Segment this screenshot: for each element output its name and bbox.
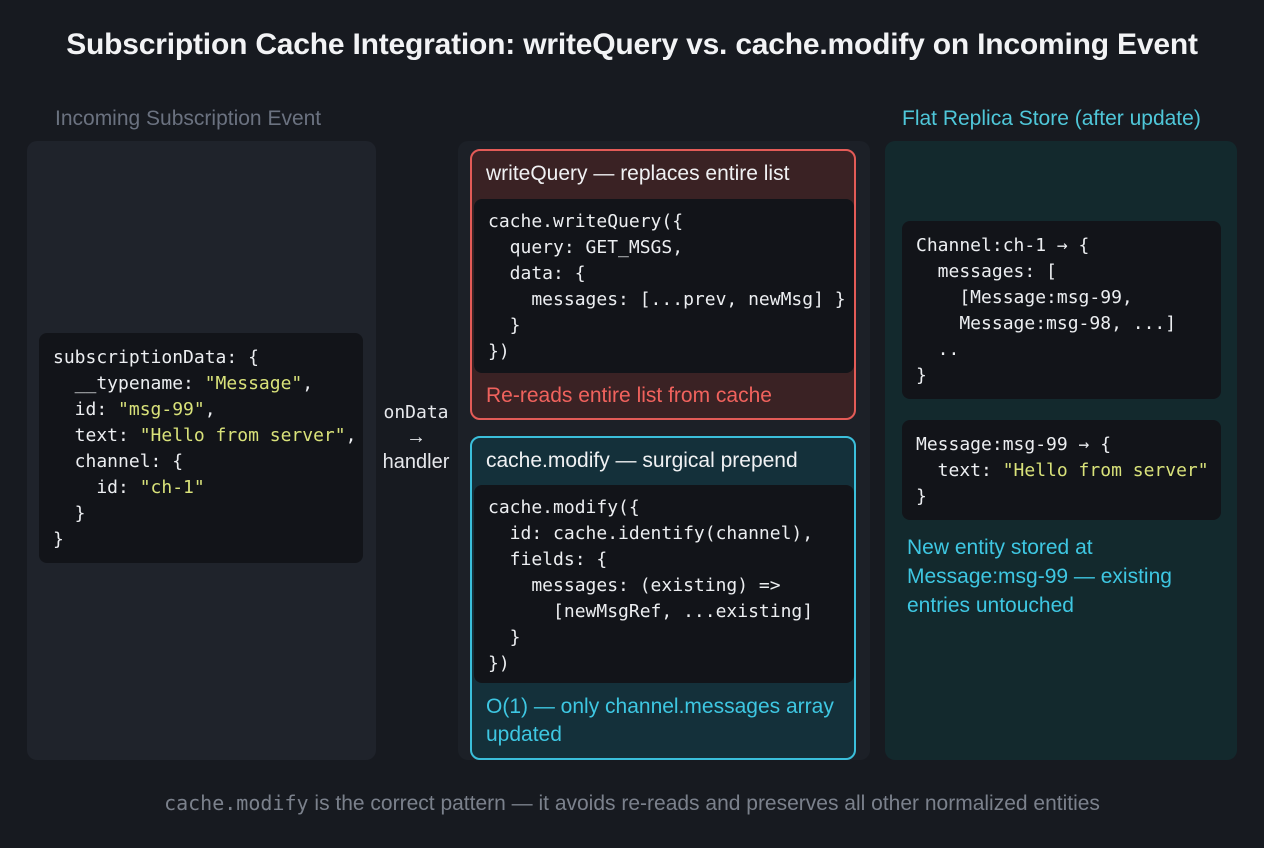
code-line: cache.modify({ [488, 497, 640, 518]
code-line: [newMsgRef, ...existing] [488, 601, 814, 622]
code-line: } [916, 365, 927, 386]
code-line: } [53, 529, 64, 550]
code-line: }) [488, 653, 510, 674]
write-query-heading: writeQuery — replaces entire list [486, 162, 790, 185]
code-line: Channel:ch-1 → { [916, 235, 1090, 256]
arrow-icon: → [406, 426, 426, 448]
conclusion-text: is the correct pattern — it avoids re-re… [308, 792, 1100, 815]
replica-store-label: Flat Replica Store (after update) [902, 107, 1201, 130]
code-line: } [916, 486, 927, 507]
incoming-event-label: Incoming Subscription Event [55, 107, 322, 130]
cache-modify-box: cache.modify — surgical prepend cache.mo… [470, 436, 856, 760]
code-line: query: GET_MSGS, [488, 237, 684, 258]
conclusion-code: cache.modify [164, 791, 309, 815]
code-line: id: cache.identify(channel), [488, 523, 814, 544]
cache-modify-heading: cache.modify — surgical prepend [486, 449, 798, 472]
diagram-title: Subscription Cache Integration: writeQue… [66, 28, 1198, 61]
code-line: channel: { [53, 451, 184, 472]
code-line: }) [488, 341, 510, 362]
subscription-data-code: subscriptionData: { __typename: "Message… [39, 333, 363, 563]
cache-modify-footer: O(1) — only channel.messages array updat… [486, 695, 834, 746]
code-line: data: { [488, 263, 586, 284]
code-line: Message:msg-99 → { [916, 434, 1112, 455]
code-line: messages: (existing) => [488, 575, 781, 596]
code-line: } [488, 627, 521, 648]
cache-modify-code: cache.modify({ id: cache.identify(channe… [474, 485, 854, 683]
code-line: id: "msg-99", [53, 399, 216, 420]
code-line: } [488, 315, 521, 336]
write-query-footer: Re-reads entire list from cache [486, 384, 772, 407]
code-line: subscriptionData: { [53, 347, 259, 368]
store-note: New entity stored at Message:msg-99 — ex… [907, 536, 1172, 617]
write-query-box: writeQuery — replaces entire list cache.… [470, 149, 856, 420]
code-line: fields: { [488, 549, 608, 570]
code-line: text: "Hello from server" [916, 460, 1209, 481]
code-line: } [53, 503, 86, 524]
write-query-code: cache.writeQuery({ query: GET_MSGS, data… [474, 199, 854, 373]
code-line: id: "ch-1" [53, 477, 205, 498]
code-line: Message:msg-98, ...] [916, 313, 1177, 334]
code-line: __typename: "Message", [53, 373, 314, 394]
code-line: cache.writeQuery({ [488, 211, 684, 232]
arrow-label-handler: handler [382, 451, 450, 473]
ondata-handler-arrow: onData → handler [378, 400, 454, 475]
conclusion-note: cache.modify is the correct pattern — it… [0, 791, 1264, 816]
code-line: messages: [ [916, 261, 1057, 282]
message-store-code: Message:msg-99 → { text: "Hello from ser… [902, 420, 1221, 520]
code-line: .. [916, 339, 960, 360]
code-line: text: "Hello from server", [53, 425, 357, 446]
code-line: messages: [...prev, newMsg] } [488, 289, 846, 310]
channel-store-code: Channel:ch-1 → { messages: [ [Message:ms… [902, 221, 1221, 399]
arrow-label-ondata: onData [383, 402, 449, 423]
code-line: [Message:msg-99, [916, 287, 1133, 308]
